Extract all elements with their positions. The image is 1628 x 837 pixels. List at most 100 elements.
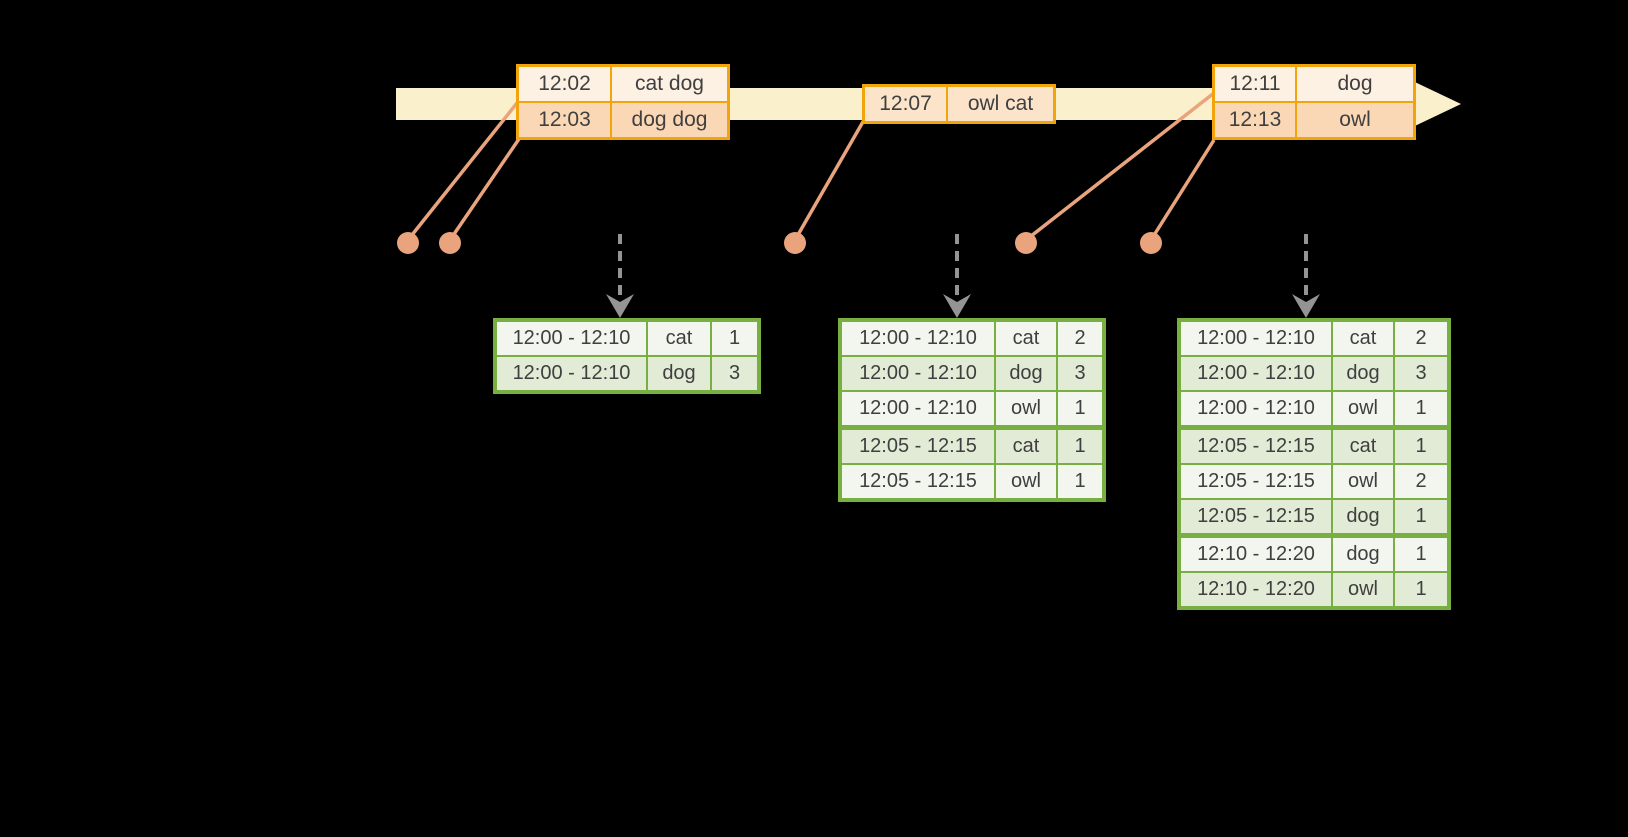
result-row: 12:00 - 12:10 cat 2	[1178, 319, 1450, 357]
event-table-1: 12:02 cat dog 12:03 dog dog	[516, 64, 730, 140]
result-row: 12:10 - 12:20 owl 1	[1178, 571, 1450, 609]
count-cell: 1	[1056, 390, 1105, 429]
event-connectors	[406, 91, 1216, 242]
count-cell: 2	[1393, 319, 1450, 357]
event-time-cell: 12:13	[1212, 101, 1297, 140]
trigger-arrow	[943, 234, 971, 318]
result-row: 12:05 - 12:15 cat 1	[839, 425, 1105, 465]
result-row: 12:10 - 12:20 dog 1	[1178, 533, 1450, 573]
window-cell: 12:00 - 12:10	[494, 355, 648, 393]
connector-line	[448, 135, 523, 241]
connector-line	[793, 119, 866, 241]
event-words-cell: owl cat	[946, 84, 1056, 124]
event-row: 12:03 dog dog	[516, 101, 730, 140]
event-words-cell: dog dog	[610, 101, 730, 140]
event-table-2: 12:07 owl cat	[862, 84, 1056, 124]
window-cell: 12:05 - 12:15	[839, 425, 996, 465]
connector-line	[1149, 139, 1216, 241]
count-cell: 1	[1393, 390, 1450, 429]
result-row: 12:05 - 12:15 cat 1	[1178, 425, 1450, 465]
result-row: 12:00 - 12:10 dog 3	[1178, 355, 1450, 392]
event-row: 12:07 owl cat	[862, 84, 1056, 124]
result-row: 12:05 - 12:15 owl 2	[1178, 463, 1450, 500]
result-row: 12:00 - 12:10 dog 3	[494, 355, 760, 393]
event-table-3: 12:11 dog 12:13 owl	[1212, 64, 1416, 140]
window-cell: 12:00 - 12:10	[839, 319, 996, 357]
event-row: 12:11 dog	[1212, 64, 1416, 103]
event-dot	[784, 232, 806, 254]
count-cell: 1	[1393, 571, 1450, 609]
window-cell: 12:00 - 12:10	[1178, 390, 1333, 429]
trigger-arrow	[1292, 234, 1320, 318]
event-words-cell: owl	[1295, 101, 1416, 140]
count-cell: 2	[1393, 463, 1450, 500]
result-row: 12:00 - 12:10 cat 1	[494, 319, 760, 357]
event-words-cell: dog	[1295, 64, 1416, 103]
window-cell: 12:05 - 12:15	[839, 463, 996, 501]
count-cell: 1	[1393, 533, 1450, 573]
result-row: 12:00 - 12:10 owl 1	[839, 390, 1105, 429]
connector-line	[1024, 91, 1216, 242]
window-cell: 12:00 - 12:10	[494, 319, 648, 357]
word-cell: dog	[1331, 533, 1395, 573]
word-cell: cat	[1331, 319, 1395, 357]
count-cell: 1	[1056, 463, 1105, 501]
result-table-3: 12:00 - 12:10 cat 2 12:00 - 12:10 dog 3 …	[1177, 318, 1451, 610]
word-cell: dog	[646, 355, 712, 393]
result-row: 12:05 - 12:15 dog 1	[1178, 498, 1450, 537]
trigger-arrowhead-icon	[606, 294, 634, 318]
word-cell: owl	[1331, 571, 1395, 609]
window-cell: 12:00 - 12:10	[1178, 355, 1333, 392]
event-row: 12:13 owl	[1212, 101, 1416, 140]
word-cell: cat	[994, 319, 1058, 357]
trigger-arrow	[606, 234, 634, 318]
event-time-cell: 12:07	[862, 84, 948, 124]
event-dot	[397, 232, 419, 254]
count-cell: 3	[1056, 355, 1105, 392]
trigger-arrows	[606, 234, 1320, 318]
result-row: 12:00 - 12:10 cat 2	[839, 319, 1105, 357]
word-cell: owl	[1331, 390, 1395, 429]
event-time-cell: 12:02	[516, 64, 612, 103]
event-time-cell: 12:11	[1212, 64, 1297, 103]
count-cell: 1	[1393, 498, 1450, 537]
count-cell: 3	[710, 355, 760, 393]
word-cell: cat	[646, 319, 712, 357]
word-cell: cat	[1331, 425, 1395, 465]
word-cell: dog	[994, 355, 1058, 392]
word-cell: dog	[1331, 498, 1395, 537]
count-cell: 2	[1056, 319, 1105, 357]
event-dots	[397, 232, 1162, 254]
result-row: 12:00 - 12:10 owl 1	[1178, 390, 1450, 429]
result-row: 12:05 - 12:15 owl 1	[839, 463, 1105, 501]
event-row: 12:02 cat dog	[516, 64, 730, 103]
word-cell: dog	[1331, 355, 1395, 392]
event-time-cell: 12:03	[516, 101, 612, 140]
count-cell: 1	[1393, 425, 1450, 465]
window-cell: 12:00 - 12:10	[839, 390, 996, 429]
window-cell: 12:00 - 12:10	[839, 355, 996, 392]
result-table-2: 12:00 - 12:10 cat 2 12:00 - 12:10 dog 3 …	[838, 318, 1106, 502]
trigger-arrowhead-icon	[943, 294, 971, 318]
count-cell: 3	[1393, 355, 1450, 392]
word-cell: cat	[994, 425, 1058, 465]
window-cell: 12:05 - 12:15	[1178, 463, 1333, 500]
window-cell: 12:00 - 12:10	[1178, 319, 1333, 357]
event-dot	[1015, 232, 1037, 254]
trigger-arrowhead-icon	[1292, 294, 1320, 318]
window-cell: 12:05 - 12:15	[1178, 498, 1333, 537]
window-cell: 12:10 - 12:20	[1178, 571, 1333, 609]
connector-line	[406, 101, 519, 242]
event-dot	[439, 232, 461, 254]
word-cell: owl	[1331, 463, 1395, 500]
window-cell: 12:05 - 12:15	[1178, 425, 1333, 465]
count-cell: 1	[710, 319, 760, 357]
word-cell: owl	[994, 463, 1058, 501]
event-dot	[1140, 232, 1162, 254]
word-cell: owl	[994, 390, 1058, 429]
result-table-1: 12:00 - 12:10 cat 1 12:00 - 12:10 dog 3	[493, 318, 761, 394]
event-words-cell: cat dog	[610, 64, 730, 103]
count-cell: 1	[1056, 425, 1105, 465]
window-cell: 12:10 - 12:20	[1178, 533, 1333, 573]
